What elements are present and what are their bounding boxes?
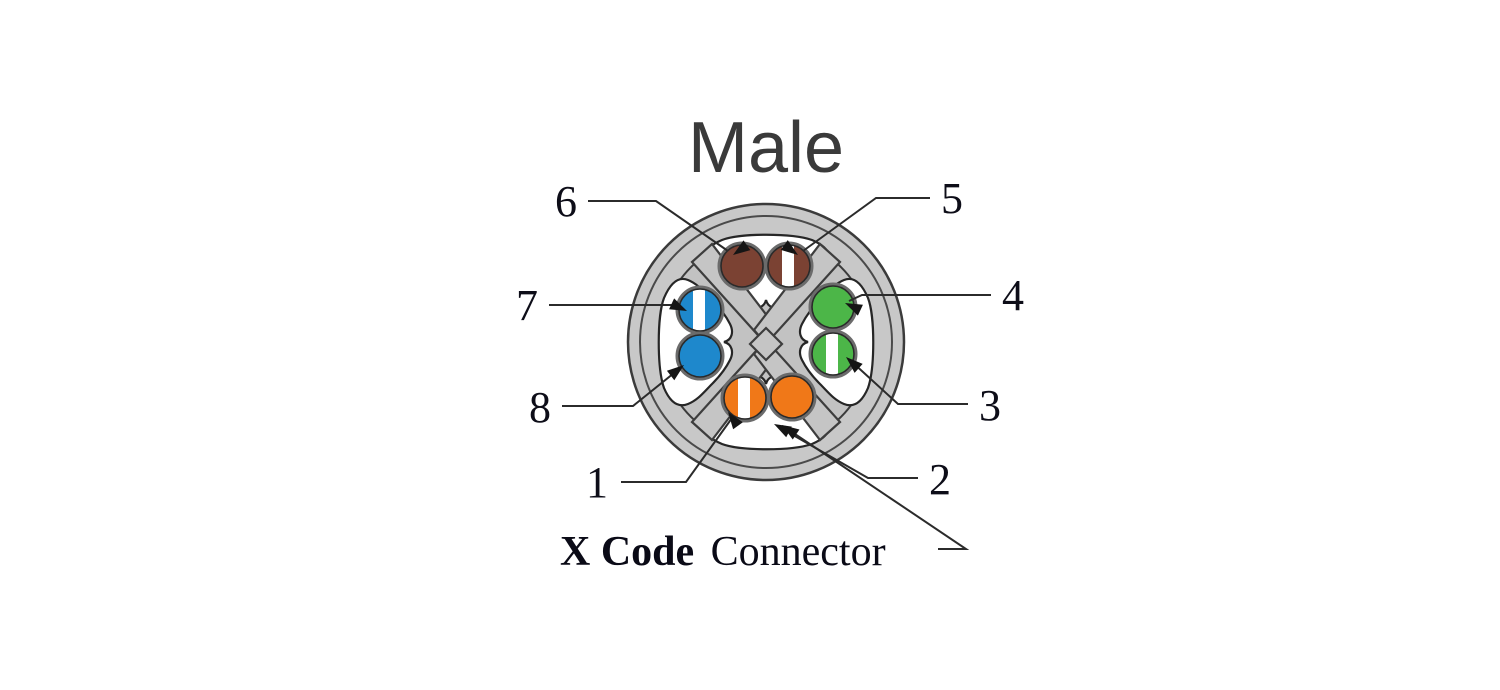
pin-3[interactable] [808, 329, 858, 379]
pin-label-8: 8 [529, 383, 551, 432]
arrow-head-pin-3 [846, 357, 863, 373]
leader-line-pin-5 [802, 197, 930, 252]
pin-2[interactable] [767, 372, 817, 422]
pin-label-3: 3 [979, 381, 1001, 430]
caption-bold-text: X Code [560, 529, 694, 575]
leader-line-pin-6 [588, 200, 729, 252]
arrow-head-pin-6 [733, 240, 751, 255]
pin-3-stripe [826, 333, 838, 375]
leader-line-pin-1 [621, 417, 733, 483]
pin-label-7: 7 [516, 281, 538, 330]
caption: X Code Connector [560, 529, 886, 575]
leader-line-pin-4 [848, 294, 991, 302]
pin-8-conductor [678, 334, 722, 378]
pin-number-labels: 6 5 7 4 8 3 1 2 [516, 174, 1024, 507]
arrow-head-caption [782, 425, 800, 440]
caption-group: X Code Connector [560, 529, 886, 575]
pin-4-conductor [811, 285, 855, 329]
arrow-head-pin-4 [845, 303, 863, 316]
pin-label-4: 4 [1002, 271, 1024, 320]
arrow-head-pin-7 [669, 298, 687, 311]
caption-regular-text: Connector [711, 529, 886, 575]
pin-8-ferrule [675, 331, 725, 381]
pin-5-stripe [782, 245, 794, 287]
pin-label-6: 6 [555, 177, 577, 226]
pin-2-ferrule [767, 372, 817, 422]
shell-ring-circle [639, 215, 893, 469]
pin-7-stripe [693, 289, 705, 331]
arrow-head-pin-5 [780, 240, 798, 255]
pin-1-outline [723, 376, 767, 420]
leader-line-caption [785, 427, 970, 550]
pin-1[interactable] [720, 373, 770, 423]
leader-line-pin-3 [850, 360, 968, 405]
pin-8[interactable] [675, 331, 725, 381]
x-key-center-diamond [748, 326, 784, 362]
arrow-head-pin-8 [666, 365, 684, 381]
pin-1-stripe [738, 377, 750, 419]
pin-label-5: 5 [941, 174, 963, 223]
pin-5[interactable] [764, 241, 814, 291]
pin-label-2: 2 [929, 455, 951, 504]
pin-label-1: 1 [586, 458, 608, 507]
pin-3-outline [811, 332, 855, 376]
page-title: Male [688, 108, 844, 188]
x-key-arm-ne-sw [752, 242, 842, 346]
leader-lines [549, 197, 991, 550]
pin-3-ferrule [808, 329, 858, 379]
leader-line-pin-8 [562, 368, 680, 407]
pin-2-conductor [770, 375, 814, 419]
arrow-head-pin-1 [728, 412, 743, 430]
